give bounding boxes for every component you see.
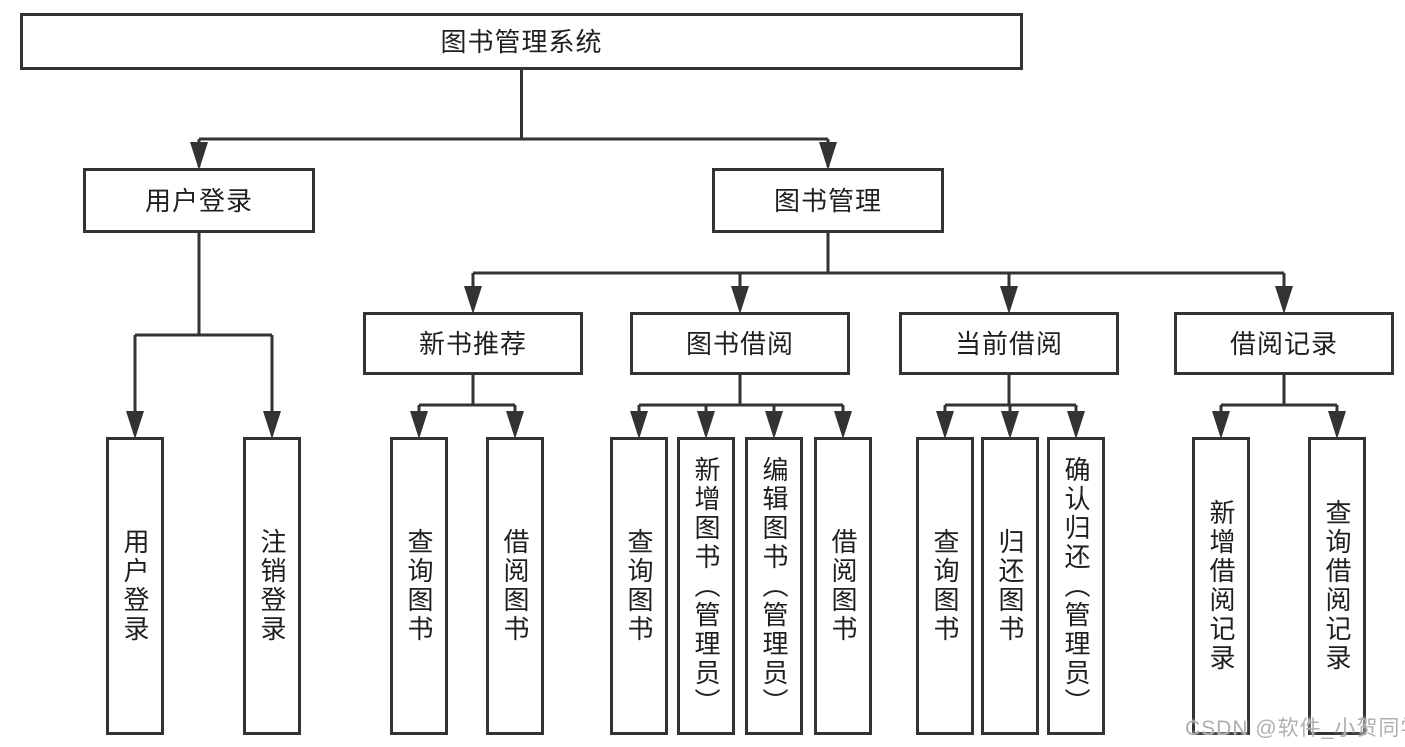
- leaf-borrow-books: 借阅图书: [814, 437, 872, 735]
- csdn-watermark: CSDN @软件_小贺同学: [1185, 717, 1405, 740]
- leaf-query-books-borrow: 查询图书: [610, 437, 668, 735]
- node-borrow-records: 借阅记录: [1174, 312, 1394, 375]
- node-book-borrow: 图书借阅: [630, 312, 850, 375]
- leaf-borrow-books-recommend: 借阅图书: [486, 437, 544, 735]
- leaf-return-books: 归还图书: [981, 437, 1039, 735]
- leaf-logout: 注销登录: [243, 437, 301, 735]
- leaf-add-books-admin: 新增图书（管理员）: [677, 437, 735, 735]
- leaf-user-login: 用户登录: [106, 437, 164, 735]
- leaf-query-borrow-record: 查询借阅记录: [1308, 437, 1366, 735]
- leaf-query-books-current: 查询图书: [916, 437, 974, 735]
- leaf-confirm-return-admin: 确认归还（管理员）: [1047, 437, 1105, 735]
- connector-path-group: [133, 70, 1339, 434]
- node-user-login: 用户登录: [83, 168, 315, 233]
- node-book-management: 图书管理: [712, 168, 944, 233]
- leaf-edit-books-admin: 编辑图书（管理员）: [745, 437, 803, 735]
- node-root-system: 图书管理系统: [20, 13, 1023, 70]
- leaf-query-books-recommend: 查询图书: [390, 437, 448, 735]
- leaf-add-borrow-record: 新增借阅记录: [1192, 437, 1250, 735]
- node-new-book-recommend: 新书推荐: [363, 312, 583, 375]
- node-current-borrow: 当前借阅: [899, 312, 1119, 375]
